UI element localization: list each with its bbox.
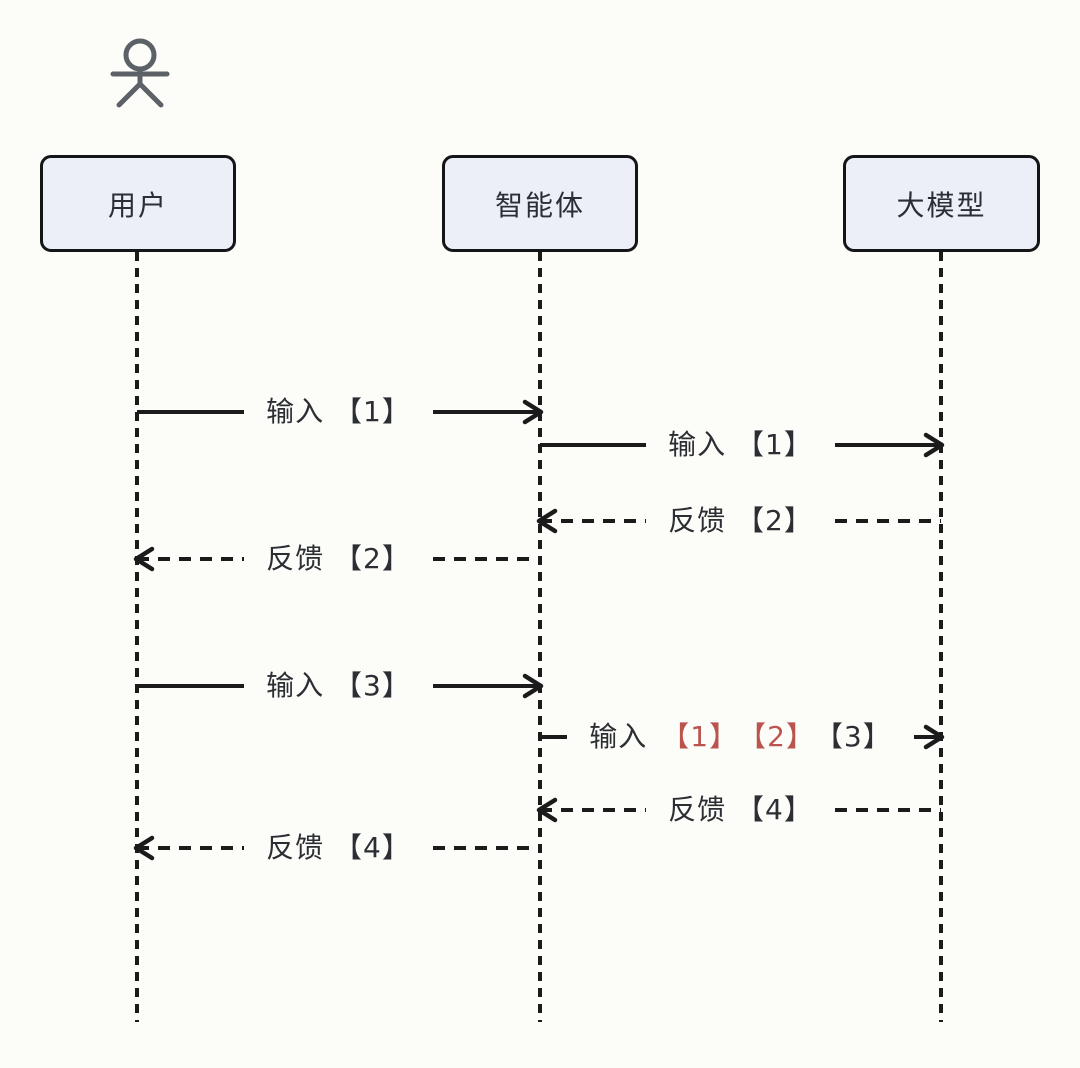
- participant-box-user: 用户: [40, 155, 236, 252]
- message-2-agent-to-llm: 输入 【1】: [540, 425, 945, 465]
- participant-box-llm: 大模型: [843, 155, 1040, 252]
- message-line: [540, 443, 647, 447]
- arrowhead-right-icon: [522, 673, 544, 699]
- message-line: [432, 846, 540, 850]
- participant-label: 智能体: [494, 188, 585, 222]
- lifeline-user: [135, 252, 139, 1022]
- message-line: [540, 808, 647, 812]
- message-line: [834, 443, 941, 447]
- message-label: 输入 【3】: [266, 669, 411, 702]
- message-label: 反馈 【2】: [668, 504, 813, 537]
- message-line: [137, 684, 245, 688]
- message-label: 反馈 【2】: [266, 542, 411, 575]
- message-label: 反馈 【4】: [266, 831, 411, 864]
- participant-label: 大模型: [896, 188, 987, 222]
- message-line: [137, 846, 245, 850]
- message-label-part-highlight: 【2】: [752, 720, 815, 753]
- message-label-part-highlight: 【1】: [661, 720, 739, 753]
- message-8-agent-to-user: 反馈 【4】: [133, 828, 540, 868]
- message-label-part: 输入: [589, 720, 648, 753]
- arrowhead-left-icon: [536, 797, 558, 823]
- arrowhead-left-icon: [536, 508, 558, 534]
- message-line: [432, 410, 540, 414]
- arrowhead-left-icon: [133, 835, 155, 861]
- message-7-llm-to-agent: 反馈 【4】: [536, 790, 941, 830]
- participant-box-agent: 智能体: [442, 155, 638, 252]
- arrowhead-left-icon: [133, 546, 155, 572]
- lifeline-llm: [939, 252, 943, 1022]
- message-line: [432, 684, 540, 688]
- message-line: [540, 519, 647, 523]
- message-line: [137, 557, 245, 561]
- message-3-llm-to-agent: 反馈 【2】: [536, 501, 941, 541]
- message-line: [432, 557, 540, 561]
- message-label: 反馈 【4】: [668, 793, 813, 826]
- message-5-user-to-agent: 输入 【3】: [137, 666, 544, 706]
- lifeline-agent: [538, 252, 542, 1022]
- message-label: 输入 【1】: [668, 428, 813, 461]
- message-line: [834, 519, 941, 523]
- arrowhead-right-icon: [923, 724, 945, 750]
- message-line: [913, 735, 941, 739]
- message-label-part: 【3】: [828, 720, 892, 753]
- arrowhead-right-icon: [923, 432, 945, 458]
- message-label: 输入【1】【2】【3】: [567, 717, 914, 757]
- message-1-user-to-agent: 输入 【1】: [137, 392, 544, 432]
- message-line: [834, 808, 941, 812]
- message-6-agent-to-llm: 输入【1】【2】【3】: [540, 717, 945, 757]
- message-label: 输入 【1】: [266, 395, 411, 428]
- message-line: [540, 735, 568, 739]
- message-line: [137, 410, 245, 414]
- participant-label: 用户: [107, 188, 168, 222]
- actor-icon: [110, 38, 170, 108]
- message-4-agent-to-user: 反馈 【2】: [133, 539, 540, 579]
- arrowhead-right-icon: [522, 399, 544, 425]
